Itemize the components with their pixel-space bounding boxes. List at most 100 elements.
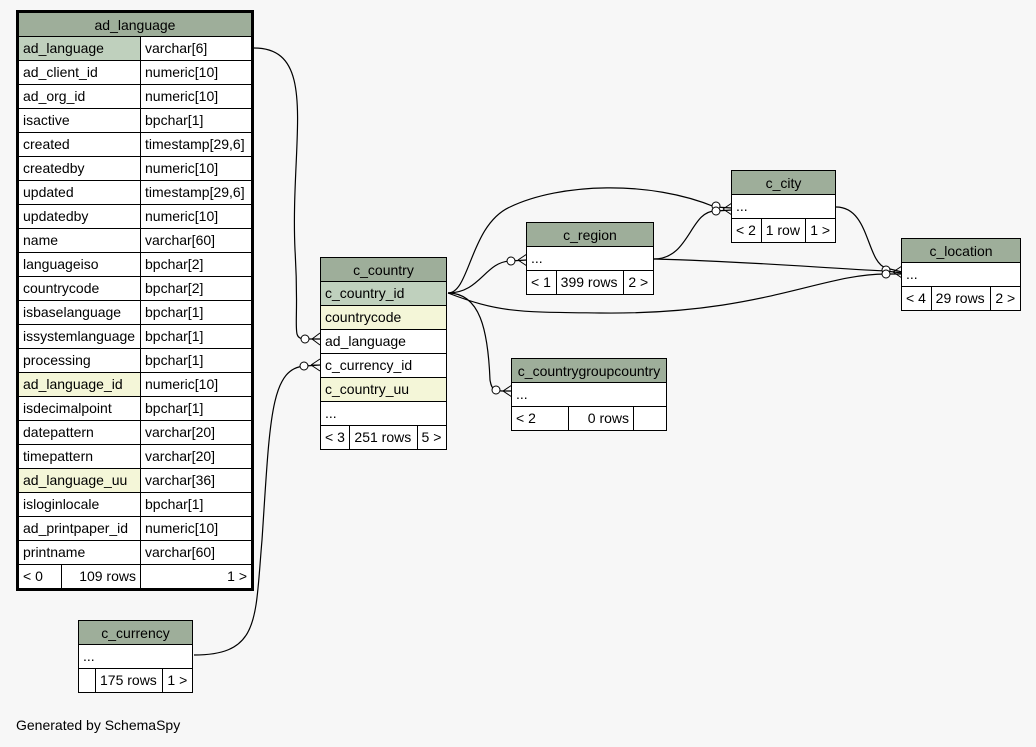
parents-count[interactable]: < 2 [731, 218, 762, 243]
row-count: 1 row [760, 218, 807, 243]
column-row[interactable]: ad_language [320, 329, 447, 354]
table-footer: 175 rows 1 > [78, 668, 193, 693]
parents-count[interactable]: < 4 [901, 286, 932, 311]
parents-count[interactable]: < 0 [17, 564, 62, 590]
column-name: languageiso [17, 252, 141, 277]
table-c-countrygroupcountry[interactable]: c_countrygroupcountry ... < 2 0 rows [511, 358, 667, 431]
table-c-region[interactable]: c_region ... < 1 399 rows 2 > [526, 222, 654, 295]
column-type: varchar[36] [140, 468, 253, 493]
column-name: printname [17, 540, 141, 565]
table-c-location[interactable]: c_location ... < 4 29 rows 2 > [901, 238, 1021, 311]
row-count: 109 rows [61, 564, 141, 590]
column-type: timestamp[29,6] [140, 180, 253, 205]
column-row[interactable]: c_currency_id [320, 353, 447, 378]
parents-count[interactable]: < 2 [511, 406, 569, 431]
edge-c-country-to-c-countrygroupcountry [447, 292, 513, 392]
children-count[interactable]: 5 > [416, 425, 448, 450]
column-type: varchar[60] [140, 228, 253, 253]
edge-c-city-to-c-location [835, 206, 903, 273]
column-type: varchar[20] [140, 444, 253, 469]
column-type: numeric[10] [140, 516, 253, 541]
children-count[interactable]: 1 > [162, 668, 193, 693]
children-count[interactable]: 2 > [990, 286, 1021, 311]
table-title-c-location[interactable]: c_location [901, 238, 1021, 263]
table-title-c-city[interactable]: c_city [731, 170, 836, 195]
parents-count[interactable]: < 1 [526, 270, 557, 295]
table-title-c-region[interactable]: c_region [526, 222, 654, 247]
column-type: numeric[10] [140, 372, 253, 397]
column-type: varchar[60] [140, 540, 253, 565]
column-name: updatedby [17, 204, 141, 229]
column-row[interactable]: c_country_uu [320, 377, 447, 402]
table-footer: < 3 251 rows 5 > [319, 425, 448, 450]
children-count[interactable]: 1 > [805, 218, 836, 243]
table-c-city[interactable]: c_city ... < 2 1 row 1 > [731, 170, 836, 243]
table-title-ad-language[interactable]: ad_language [17, 11, 253, 37]
column-name: datepattern [17, 420, 141, 445]
row-count: 29 rows [930, 286, 992, 311]
column-name: ad_language_uu [17, 468, 141, 493]
table-footer: < 4 29 rows 2 > [901, 286, 1021, 311]
column-type: bpchar[2] [140, 252, 253, 277]
row-count: 0 rows [568, 406, 634, 431]
table-footer: < 1 399 rows 2 > [526, 270, 654, 295]
column-name: created [17, 132, 141, 157]
row-count: 251 rows [349, 425, 418, 450]
column-name: c_currency_id [320, 353, 447, 378]
children-count[interactable]: 1 > [140, 564, 253, 590]
column-type: numeric[10] [140, 204, 253, 229]
column-name: countrycode [17, 276, 141, 301]
column-name: isloginlocale [17, 492, 141, 517]
column-name: timepattern [17, 444, 141, 469]
column-type: varchar[20] [140, 420, 253, 445]
column-name: ad_org_id [17, 84, 141, 109]
table-title-c-countrygroupcountry[interactable]: c_countrygroupcountry [511, 358, 667, 383]
table-title-c-country[interactable]: c_country [320, 257, 447, 282]
column-type: bpchar[1] [140, 396, 253, 421]
ellipsis-row: ... [511, 382, 667, 407]
table-title-c-currency[interactable]: c_currency [78, 620, 193, 645]
column-name: createdby [17, 156, 141, 181]
column-type: numeric[10] [140, 60, 253, 85]
table-footer: < 2 1 row 1 > [731, 218, 836, 243]
ellipsis-row: ... [320, 401, 447, 426]
column-type: timestamp[29,6] [140, 132, 253, 157]
parents-count[interactable]: < 3 [319, 425, 351, 450]
column-name: c_country_uu [320, 377, 447, 402]
column-name: issystemlanguage [17, 324, 141, 349]
row-count: 399 rows [555, 270, 625, 295]
edge-c-region-to-c-location [653, 258, 903, 274]
children-count [633, 406, 667, 431]
table-c-currency[interactable]: c_currency ... 175 rows 1 > [78, 620, 193, 693]
column-row[interactable]: c_country_id [320, 281, 447, 306]
children-count[interactable]: 2 > [623, 270, 654, 295]
column-row[interactable]: countrycode [320, 305, 447, 330]
column-name: ad_language [17, 36, 141, 61]
column-type: varchar[6] [140, 36, 253, 61]
parents-count [78, 668, 96, 693]
